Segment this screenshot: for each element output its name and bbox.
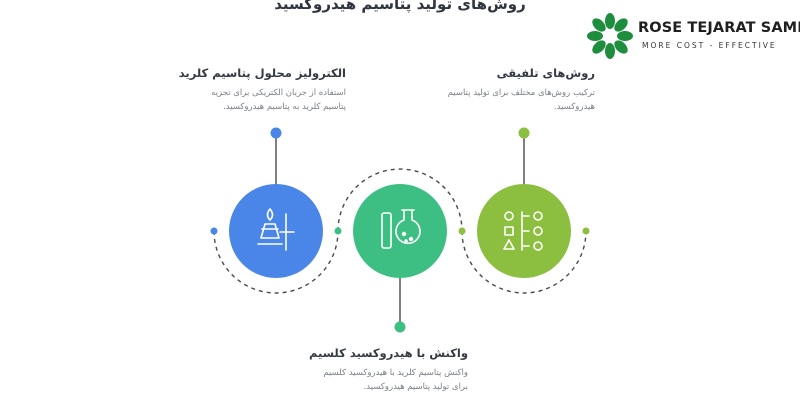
step-desc-1: استفاده از جریان الکتریکی برای تجزیه پتا… bbox=[196, 86, 346, 114]
logo-tagline: MORE COST - EFFECTIVE bbox=[642, 41, 777, 50]
step-title-2: واکنش با هیدروکسید کلسیم bbox=[309, 346, 468, 360]
shapes-diagram-icon bbox=[503, 211, 543, 251]
joint-dot-right bbox=[458, 227, 466, 235]
step-label-2: واکنش با هیدروکسید کلسیم واکنش پتاسیم کل… bbox=[309, 346, 468, 394]
step-desc-2-line-1: واکنش پتاسیم کلرید با هیدروکسید کلسیم bbox=[323, 368, 468, 378]
dashed-arc-left bbox=[213, 230, 339, 294]
step-desc-1-line-1: استفاده از جریان الکتریکی برای تجزیه bbox=[211, 88, 346, 98]
step-desc-3: ترکیب روش‌های مختلف برای تولید پتاسیم هی… bbox=[445, 86, 595, 114]
logo-name: ROSE TEJARAT SAMIR bbox=[638, 20, 800, 36]
dot-step-1 bbox=[270, 127, 282, 139]
step-desc-2-line-2: برای تولید پتاسیم هیدروکسید. bbox=[363, 382, 469, 392]
flask-icon bbox=[381, 209, 421, 249]
dashed-arc-right bbox=[461, 230, 587, 294]
joint-dot-left-end bbox=[210, 227, 218, 235]
step-circle-1 bbox=[229, 184, 323, 278]
step-desc-3-line-2: هیدروکسید. bbox=[553, 102, 595, 112]
dot-step-3 bbox=[518, 127, 530, 139]
step-circle-2 bbox=[353, 184, 447, 278]
green-flower-icon bbox=[587, 13, 633, 59]
dashed-arc-middle bbox=[337, 168, 463, 232]
step-desc-1-line-2: پتاسیم کلرید به پتاسیم هیدروکسید. bbox=[223, 102, 346, 112]
step-title-3: روش‌های تلفیقی bbox=[496, 66, 595, 80]
step-label-1: الکترولیز محلول پتاسیم کلرید استفاده از … bbox=[178, 66, 346, 114]
dot-step-2 bbox=[394, 321, 406, 333]
step-title-1: الکترولیز محلول پتاسیم کلرید bbox=[178, 66, 346, 80]
bunsen-burner-icon bbox=[257, 208, 295, 251]
logo: ROSE TEJARAT SAMIR MORE COST - EFFECTIVE bbox=[586, 12, 800, 60]
joint-dot-right-end bbox=[582, 227, 590, 235]
step-label-3: روش‌های تلفیقی ترکیب روش‌های مختلف برای … bbox=[445, 66, 595, 114]
step-desc-3-line-1: ترکیب روش‌های مختلف برای تولید پتاسیم bbox=[447, 88, 595, 98]
joint-dot-left bbox=[334, 227, 342, 235]
step-desc-2: واکنش پتاسیم کلرید با هیدروکسید کلسیم بر… bbox=[318, 366, 468, 394]
page-title: روش‌های تولید پتاسیم هیدروکسید bbox=[274, 0, 526, 13]
